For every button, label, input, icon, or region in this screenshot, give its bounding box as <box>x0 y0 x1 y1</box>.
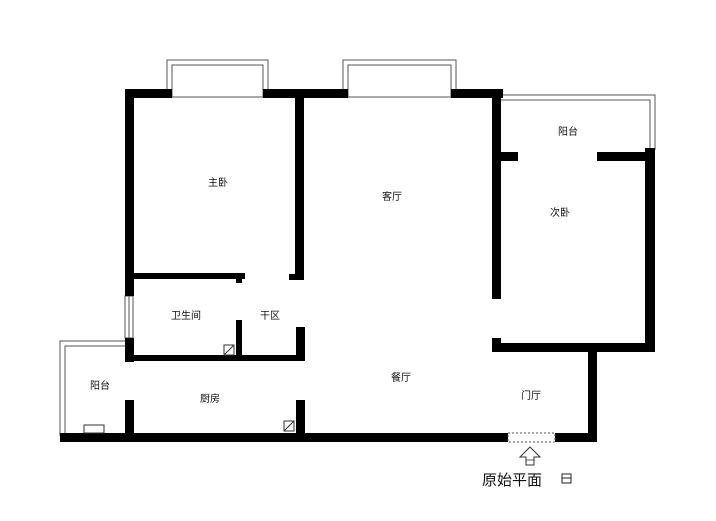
vents <box>83 344 295 434</box>
label-top-balcony: 阳台 <box>558 125 578 138</box>
bathroom-vent-hatch <box>223 344 235 356</box>
label-entrance-hall: 门厅 <box>521 389 541 402</box>
top-balcony-railing <box>500 94 656 150</box>
left-balcony-railing <box>59 340 128 436</box>
label-second-bedroom: 次卧 <box>550 206 570 219</box>
title-trailing-glyph-icon <box>561 473 572 484</box>
label-dining-room: 餐厅 <box>391 371 411 384</box>
bathroom-window <box>124 295 134 339</box>
drawing-title: 原始平面 <box>482 471 542 489</box>
entrance-door <box>507 432 556 443</box>
walls <box>60 89 655 442</box>
label-living-room: 客厅 <box>382 190 402 203</box>
entrance-arrow-icon <box>518 446 542 466</box>
master-bedroom-window-bay <box>166 59 269 98</box>
balcony-fixture <box>83 424 105 434</box>
label-dry-area: 干区 <box>260 310 280 322</box>
label-master-bedroom: 主卧 <box>208 176 228 189</box>
label-left-balcony: 阳台 <box>90 379 110 392</box>
kitchen-vent-hatch <box>283 420 295 432</box>
living-room-window-bay <box>342 59 457 98</box>
label-bathroom: 卫生间 <box>171 309 201 322</box>
label-kitchen: 厨房 <box>200 392 220 405</box>
